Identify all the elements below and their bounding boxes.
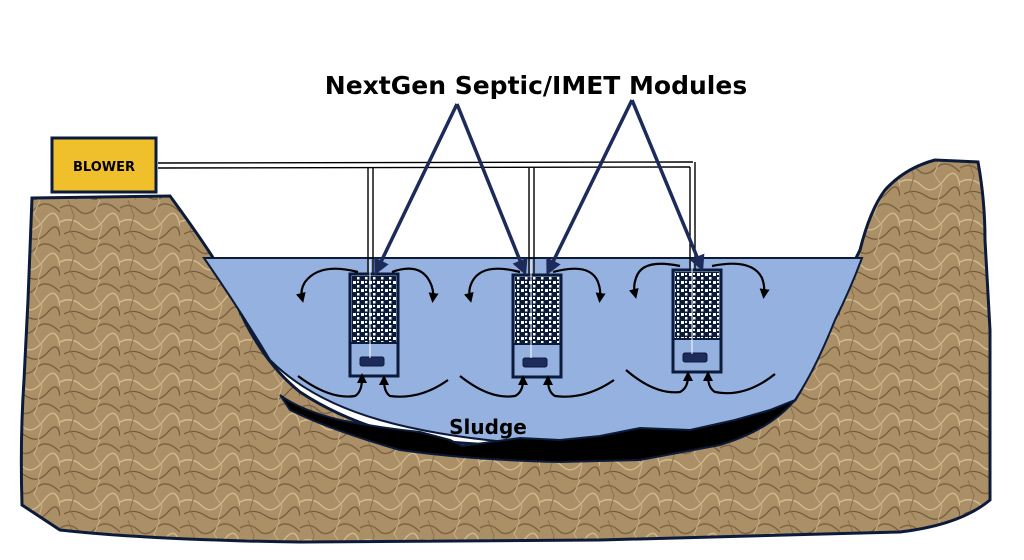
sludge-layer xyxy=(279,394,796,464)
media-pack xyxy=(515,277,559,343)
sludge-label: Sludge xyxy=(449,415,527,439)
blower-unit: BLOWER xyxy=(50,136,158,194)
diffuser xyxy=(682,352,708,363)
callout-arrows xyxy=(374,99,705,276)
diffuser xyxy=(359,356,385,367)
media-pack xyxy=(675,272,719,338)
diagram-title: NextGen Septic/IMET Modules xyxy=(325,71,747,100)
flow-arrows xyxy=(295,262,776,398)
imet-module-2 xyxy=(511,260,563,379)
imet-module-1 xyxy=(348,260,400,378)
media-pack xyxy=(352,276,396,342)
diffuser xyxy=(522,357,548,368)
imet-module-3 xyxy=(671,260,723,374)
soil-ground xyxy=(19,158,992,544)
blower-label: BLOWER xyxy=(73,160,135,175)
